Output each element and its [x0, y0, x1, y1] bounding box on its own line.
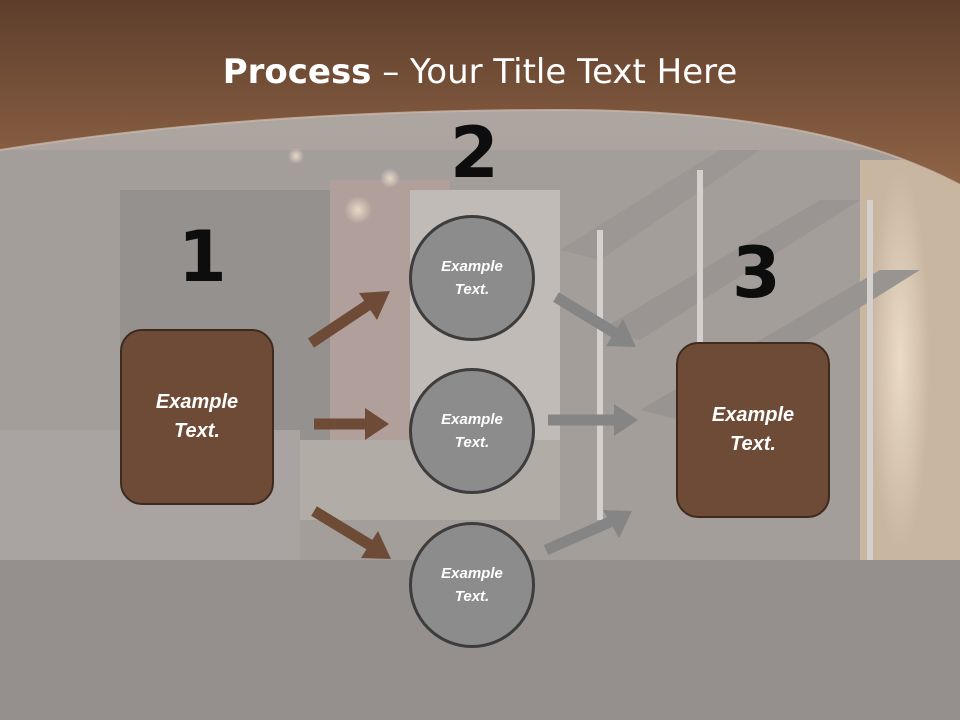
title-bold: Process: [222, 52, 372, 92]
circle-middle-label: Example Text.: [441, 411, 503, 451]
arrow-middle-to-right: [548, 404, 638, 436]
title-rest: – Your Title Text Here: [371, 52, 738, 92]
step-2-circle-bottom: Example Text.: [409, 522, 535, 648]
step-1-box-label: Example Text.: [155, 391, 239, 442]
arrow-left-to-middle: [314, 408, 389, 440]
step-number-3: 3: [732, 232, 781, 314]
circle-top-label: Example Text.: [441, 258, 503, 298]
step-2-circle-middle: Example Text.: [409, 368, 535, 494]
arrow-bottom-to-right: [543, 510, 632, 556]
arrow-left-to-top: [307, 291, 390, 348]
arrow-left-to-bottom: [311, 506, 391, 559]
step-3-box-label: Example Text.: [711, 404, 795, 455]
step-1-box: Example Text.: [120, 329, 274, 505]
step-3-box: Example Text.: [676, 342, 830, 518]
arrow-top-to-right: [553, 292, 636, 347]
slide-title: Process – Your Title Text Here: [0, 52, 960, 92]
circle-bottom-label: Example Text.: [441, 565, 503, 605]
step-number-2: 2: [450, 112, 499, 194]
step-2-circle-top: Example Text.: [409, 215, 535, 341]
step-number-1: 1: [178, 216, 227, 298]
